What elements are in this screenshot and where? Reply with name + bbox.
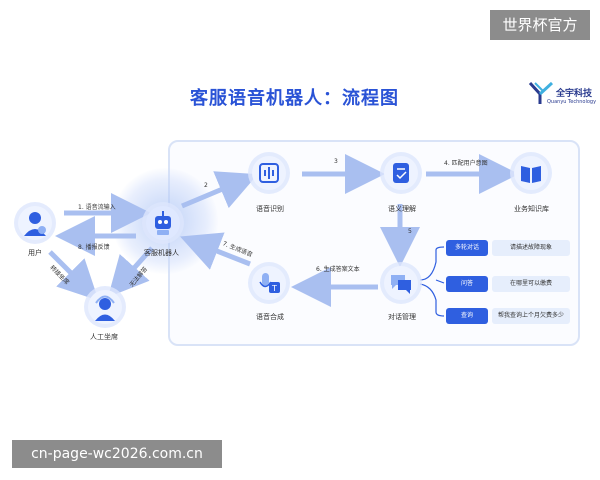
asr-label: 语音识别 [256,205,284,213]
robot-node [146,206,180,240]
nlu-label: 语义理解 [388,205,416,213]
edge-label-step2: 2 [204,182,208,189]
document-icon [393,163,409,183]
watermark-bottom: cn-page-wc2026.com.cn [12,440,222,468]
edge-label-broadcast: 8. 播报反馈 [78,244,110,251]
arrow-transfer [48,250,99,301]
logo-icon [528,80,554,106]
qa-example-multi-turn: 请描述故障现象 [492,240,570,256]
watermark-top: 世界杯官方 [490,10,590,40]
edge-label-step5: 5 [408,228,412,235]
tts-node: T [252,266,286,300]
kb-node [514,156,548,190]
chat-bubbles-icon [391,275,411,294]
user-node [18,206,52,240]
qa-example-faq: 在哪里可以缴费 [492,276,570,292]
edge-label-gen-answer: 6. 生成答案文本 [316,266,360,273]
nlu-node [384,156,418,190]
dm-label: 对话管理 [388,313,416,321]
qa-tag-query: 查询 [446,308,488,324]
robot-label: 客服机器人 [144,249,179,257]
user-label: 用户 [28,249,42,257]
arrow-gen-voice [180,232,251,270]
logo-subtitle: Quanyu Technology [547,99,597,105]
agent-label: 人工坐席 [90,333,118,341]
waveform-icon [259,163,279,183]
edge-label-match-intent: 4. 匹配用户意图 [444,160,488,167]
svg-text:T: T [271,284,277,293]
qa-tag-faq: 问答 [446,276,488,292]
robot-icon [155,211,171,235]
edge-label-step3: 3 [334,158,338,165]
kb-label: 业务知识库 [514,205,549,213]
headset-icon [95,295,115,321]
qa-tag-multi-turn: 多轮对话 [446,240,488,256]
arrow-step2 [181,171,258,209]
book-icon [521,166,541,183]
diagram-title: 客服语音机器人：流程图 [190,88,399,109]
arrow-unresolved [107,246,154,298]
edge-label-voice-input: 1. 语音流输入 [78,204,116,211]
user-icon [24,212,46,236]
dm-node [384,266,418,300]
qa-example-query: 帮我查询上个月欠费多少 [492,308,570,324]
microphone-icon: T [259,273,280,293]
asr-node [252,156,286,190]
branch-connector [419,246,445,317]
agent-node [88,290,122,324]
logo-name: 全宇科技 [556,89,593,99]
tts-label: 语音合成 [256,313,284,321]
